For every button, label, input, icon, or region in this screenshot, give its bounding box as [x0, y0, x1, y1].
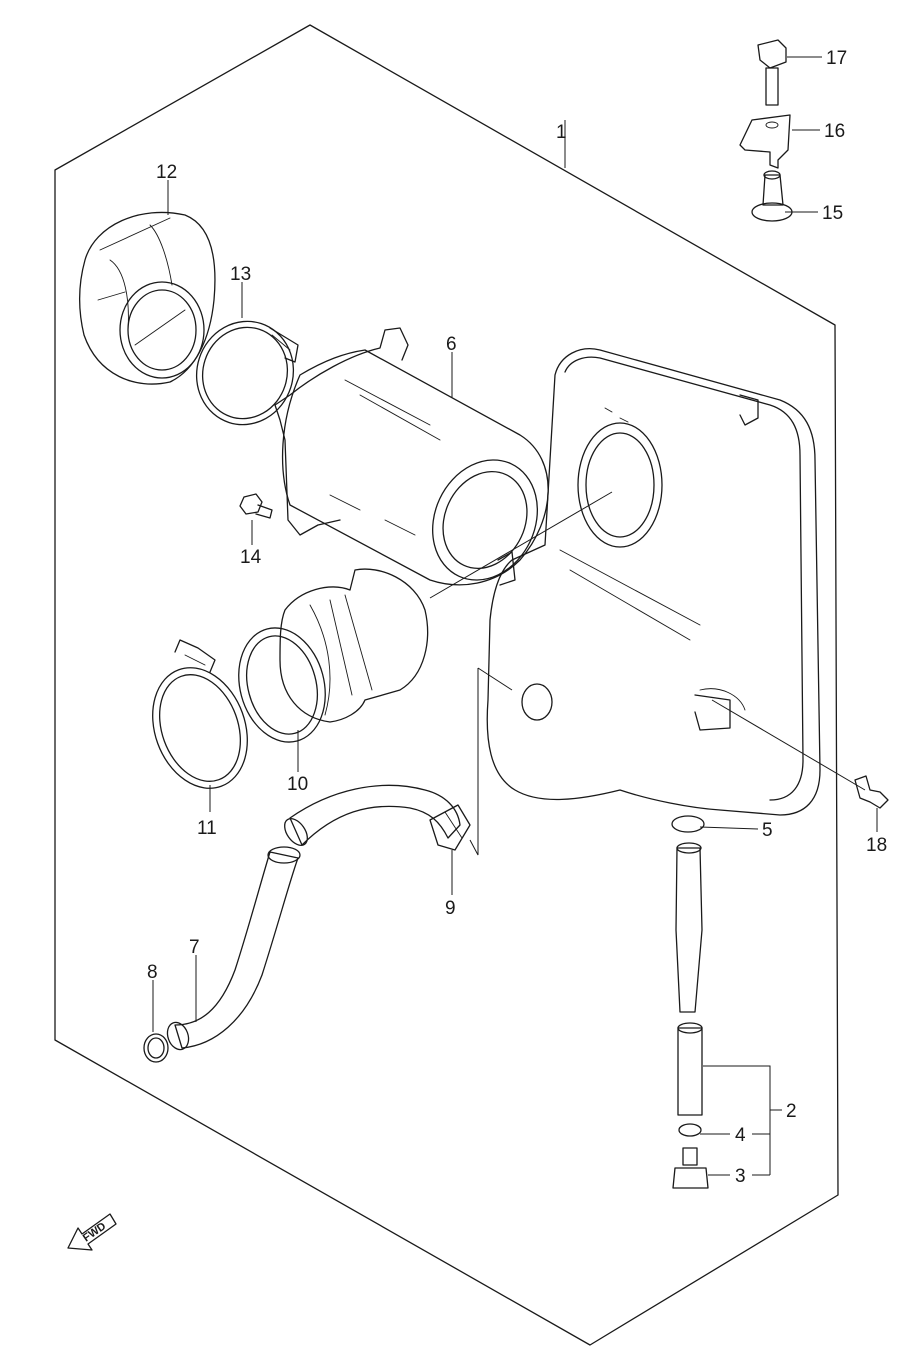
part-4-ring	[678, 1123, 702, 1137]
label-10: 10	[287, 774, 308, 795]
part-13-clamp	[195, 320, 299, 426]
label-1: 1	[556, 122, 567, 143]
part-6-air-filter	[274, 327, 549, 586]
part-3-plug	[672, 1147, 709, 1189]
label-7: 7	[189, 937, 200, 958]
label-3: 3	[735, 1166, 746, 1187]
part-12-intake-duct	[78, 211, 216, 385]
part-15-collar	[751, 170, 793, 222]
part-10-intake-boot	[238, 568, 429, 743]
label-13: 13	[230, 264, 251, 285]
label-12: 12	[156, 162, 177, 183]
label-5: 5	[762, 820, 773, 841]
label-9: 9	[445, 898, 456, 919]
label-11: 11	[197, 818, 217, 839]
part-7-hose	[166, 846, 301, 1051]
part-16-bracket	[739, 114, 791, 169]
fwd-arrow-icon: FWD	[67, 1213, 117, 1251]
part-1-air-box	[486, 348, 821, 816]
part-14-screw	[239, 493, 273, 519]
label-2: 2	[786, 1101, 797, 1122]
assembly-frame	[54, 24, 839, 1346]
part-9-hose	[284, 784, 471, 851]
part-17-bolt	[757, 39, 787, 106]
part-5-ring	[671, 815, 705, 833]
part-18-bolt	[854, 775, 889, 809]
label-8: 8	[147, 962, 158, 983]
part-11-clamp	[152, 639, 248, 789]
label-16: 16	[824, 121, 845, 142]
label-14: 14	[240, 547, 262, 568]
part-8-ring	[143, 1033, 169, 1063]
label-17: 17	[826, 48, 847, 69]
label-6: 6	[446, 334, 457, 355]
label-4: 4	[735, 1125, 746, 1146]
label-15: 15	[822, 203, 843, 224]
part-2-drain-tube	[675, 842, 703, 1116]
label-18: 18	[866, 835, 887, 856]
